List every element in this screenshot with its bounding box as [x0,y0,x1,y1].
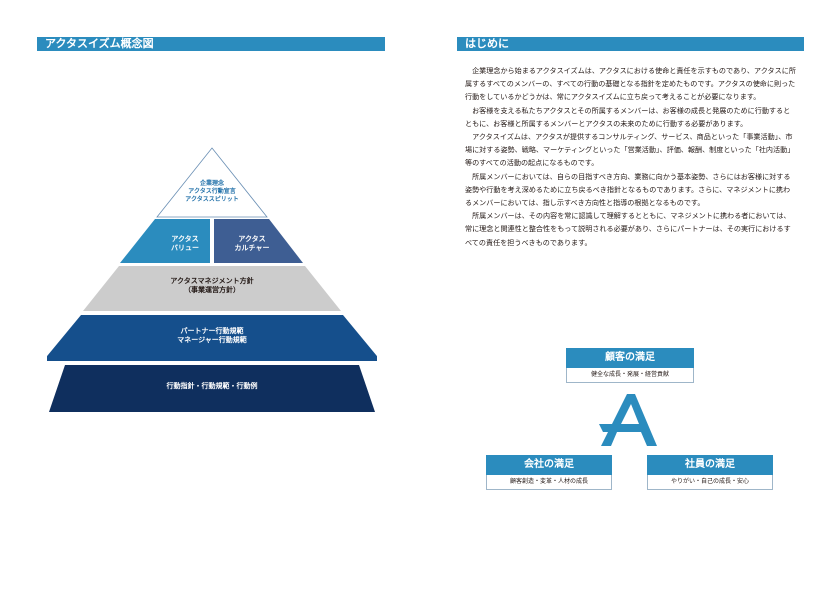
pyramid-tier-bottom [49,365,375,412]
actas-ism-pyramid: 企業理念 アクタス行動宣言 アクタススピリット アクタス バリュー アクタス カ… [47,146,377,416]
pyramid-top-line-2: アクタス行動宣言 [188,188,236,195]
pyramid-bottom-text: 行動指針・行動規範・行動例 [87,382,337,391]
intro-paragraph: 企業理念から始まるアクタスイズムは、アクタスにおける使命と責任を示すものであり、… [465,66,796,102]
right-section-title: はじめに [457,37,804,51]
actas-a-logo [599,394,657,446]
company-satisfaction-title: 会社の満足 [486,455,612,475]
left-section-title: アクタスイズム概念図 [37,37,385,51]
intro-paragraph: お客様を支える私たちアクタスとその所属するメンバーは、お客様の成長と発展のために… [465,105,791,128]
customer-satisfaction-subtitle: 健全な成長・発展・経営貢献 [566,368,694,383]
pyramid-culture-text: アクタス カルチャー [217,235,287,253]
pyramid-value-line-2: バリュー [171,244,199,252]
pyramid-management-text: アクタスマネジメント方針 （事業運営方針） [117,277,307,295]
pyramid-management-line-1: アクタスマネジメント方針 [170,277,254,285]
pyramid-shapes [47,147,377,412]
employee-satisfaction-box: 社員の満足 やりがい・自己の成長・安心 [647,455,773,490]
intro-paragraph: アクタスイズムは、アクタスが提供するコンサルティング、サービス、商品といった「事… [465,132,795,168]
pyramid-culture-line-1: アクタス [238,235,266,243]
pyramid-bottom-line: 行動指針・行動規範・行動例 [166,382,258,390]
pyramid-tier-management [83,266,341,311]
pyramid-partner-line-2: マネージャー行動規範 [177,336,247,344]
pyramid-tier-culture [214,219,303,263]
pyramid-tier-top [156,147,268,218]
employee-satisfaction-title: 社員の満足 [647,455,773,475]
pyramid-top-text: 企業理念 アクタス行動宣言 アクタススピリット [162,180,262,204]
customer-satisfaction-box: 顧客の満足 健全な成長・発展・経営貢献 [566,348,694,383]
pyramid-value-text: アクタス バリュー [155,235,215,253]
pyramid-top-line-3: アクタススピリット [185,196,239,203]
employee-satisfaction-subtitle: やりがい・自己の成長・安心 [647,475,773,490]
pyramid-value-line-1: アクタス [171,235,199,243]
pyramid-management-line-2: （事業運営方針） [184,286,240,294]
pyramid-culture-line-2: カルチャー [234,244,270,252]
pyramid-partner-line-1: パートナー行動規範 [180,327,244,335]
pyramid-top-line-1: 企業理念 [199,180,224,187]
intro-body: 企業理念から始まるアクタスイズムは、アクタスにおける使命と責任を示すものであり、… [465,64,797,249]
pyramid-tier-partner [47,315,377,361]
pyramid-partner-text: パートナー行動規範 マネージャー行動規範 [107,327,317,345]
pyramid-tier-value [120,219,210,263]
customer-satisfaction-title: 顧客の満足 [566,348,694,368]
company-satisfaction-subtitle: 顧客創造・変革・人材の成長 [486,475,612,490]
company-satisfaction-box: 会社の満足 顧客創造・変革・人材の成長 [486,455,612,490]
intro-paragraph: 所属メンバーは、その内容を常に認識して理解するとともに、マネジメントに携わる者に… [465,211,791,247]
intro-paragraph: 所属メンバーにおいては、自らの目指すべき方向、業務に向かう基本姿勢、さらにはお客… [465,171,791,208]
